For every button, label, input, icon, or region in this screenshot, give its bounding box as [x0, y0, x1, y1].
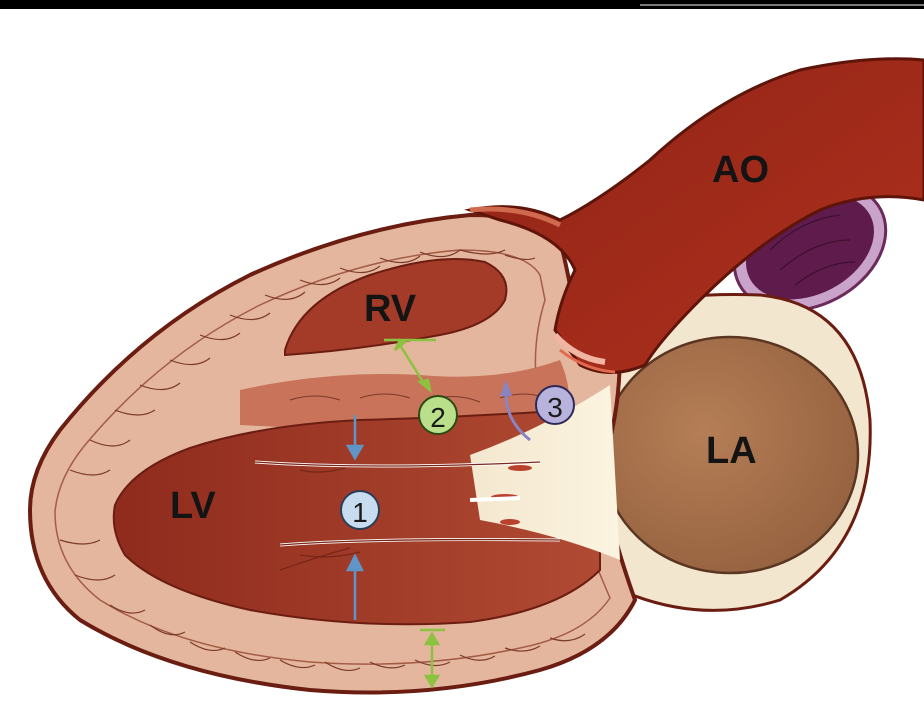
- label-la: LA: [706, 430, 757, 472]
- marker-1: 1: [341, 491, 379, 529]
- label-rv: RV: [364, 288, 417, 330]
- marker-3: 3: [536, 386, 574, 424]
- svg-text:2: 2: [430, 402, 446, 433]
- svg-text:1: 1: [352, 497, 368, 528]
- marker-2: 2: [419, 396, 457, 434]
- label-ao: AO: [712, 149, 769, 191]
- label-lv: LV: [170, 485, 216, 527]
- svg-text:3: 3: [547, 392, 563, 423]
